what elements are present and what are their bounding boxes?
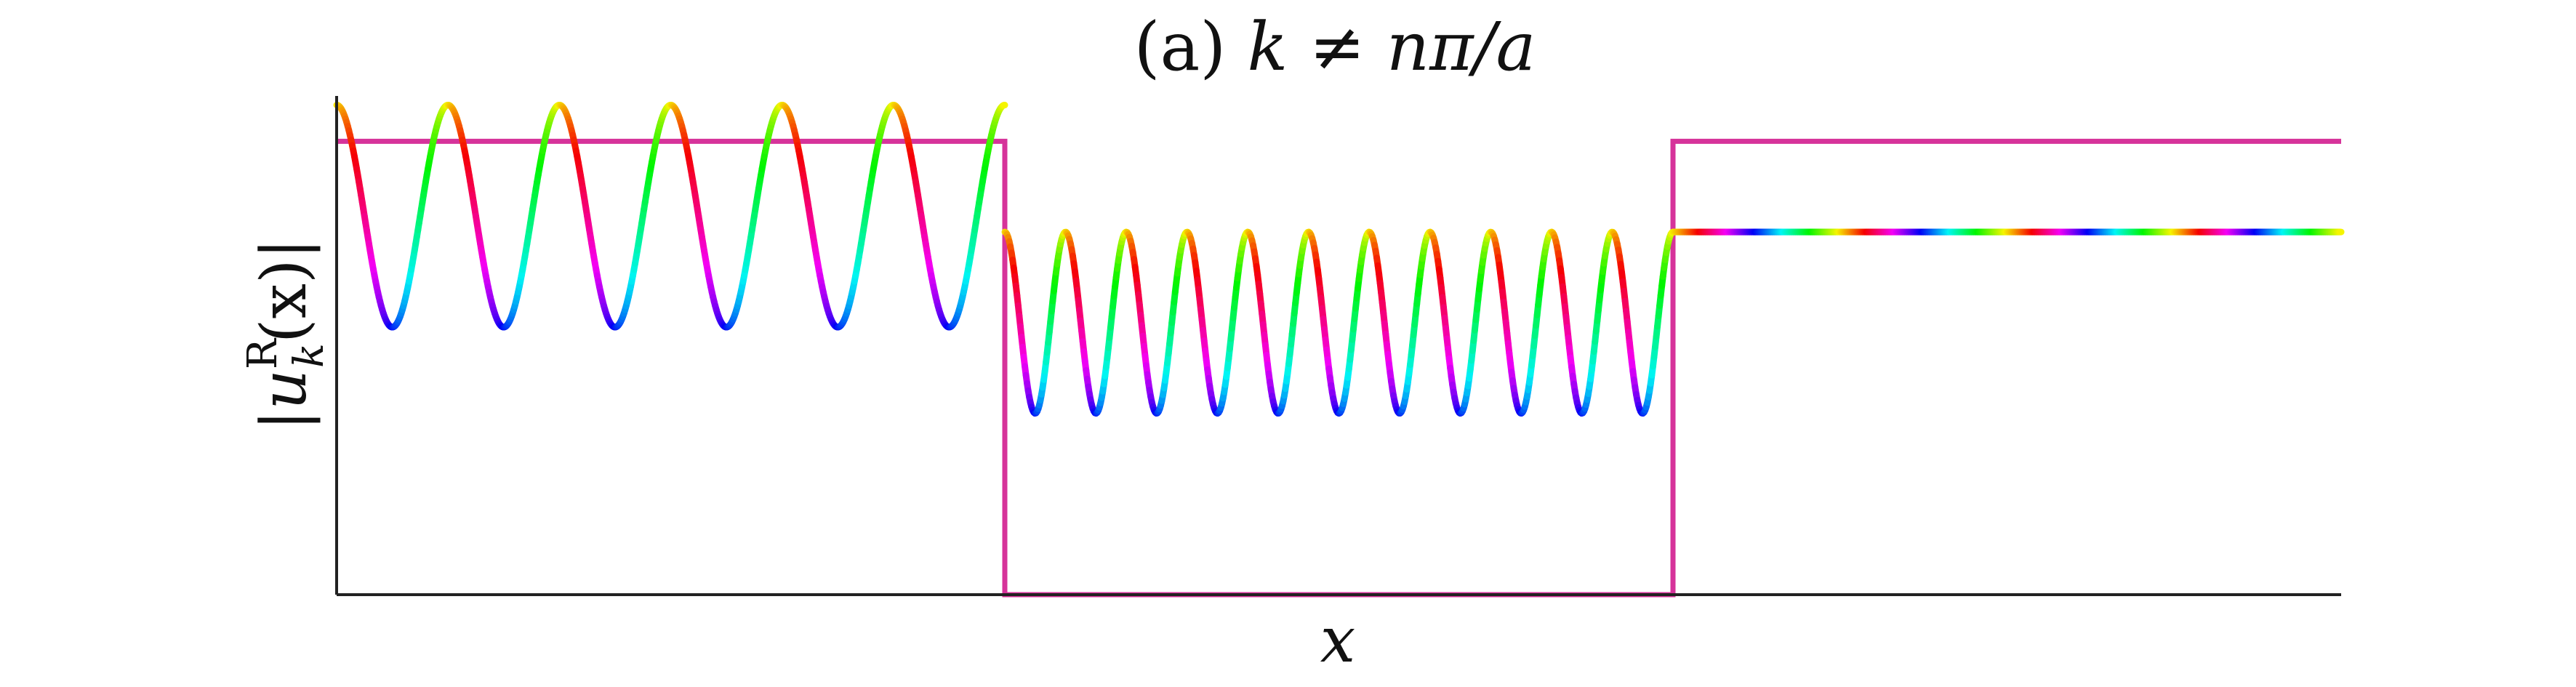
plot-area	[333, 101, 2345, 598]
y-label-main: u	[248, 369, 321, 409]
y-label-superscript: R	[239, 337, 286, 369]
y-label-bar-left: |	[248, 410, 321, 431]
x-axis-label: x	[1320, 604, 1356, 677]
svg-text:|uRk(x)|: |uRk(x)|	[239, 238, 333, 430]
y-label-subscript: k	[286, 343, 333, 368]
svg-text:(a) k ≠ nπ/a: (a) k ≠ nπ/a	[1134, 8, 1536, 86]
title-prefix: (a)	[1134, 8, 1248, 86]
y-label-bar-right: |	[248, 238, 321, 259]
potential-line	[337, 138, 2341, 598]
title-math: k ≠ nπ/a	[1248, 8, 1536, 86]
y-axis-label: |uRk(x)|	[239, 238, 333, 430]
y-label-args: (x)	[248, 259, 321, 343]
chart-title: (a) k ≠ nπ/a	[1134, 8, 1536, 86]
wavefunction-line	[333, 101, 2345, 417]
